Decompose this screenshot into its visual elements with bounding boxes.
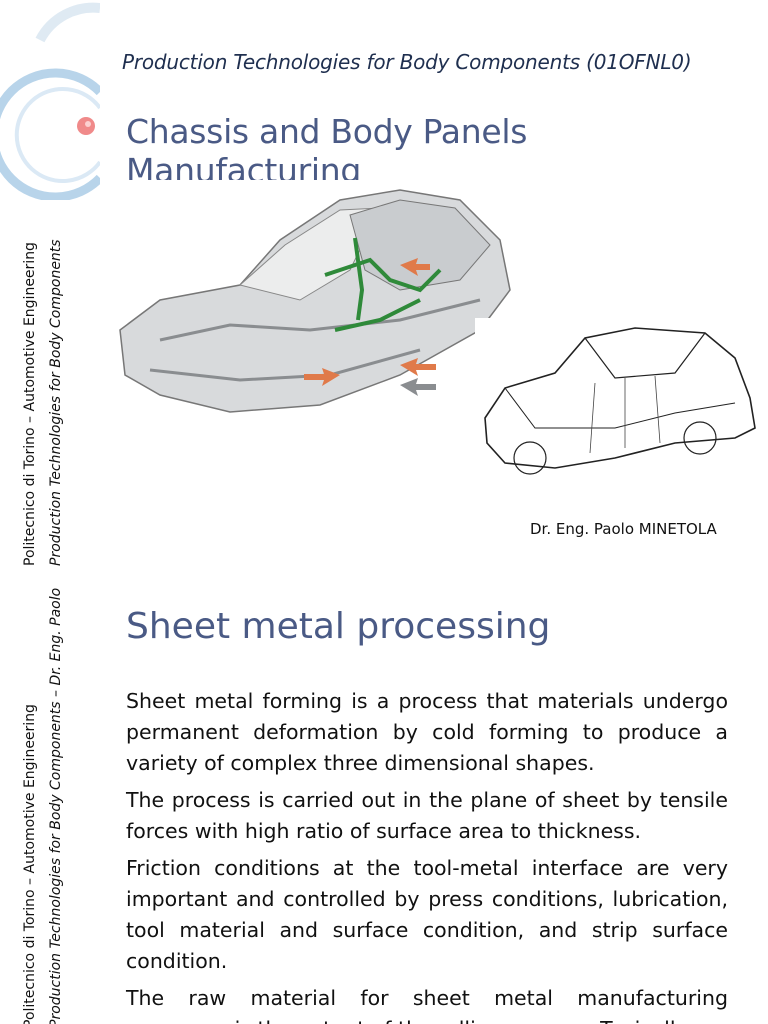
decorative-ring-icon <box>0 2 100 200</box>
sidebar-institution: Politecnico di Torino – Automotive Engin… <box>22 242 38 566</box>
paragraph: Sheet metal forming is a process that ma… <box>126 689 728 775</box>
paragraph: The raw material for sheet metal manufac… <box>126 986 728 1024</box>
author-name: Dr. Eng. Paolo MINETOLA <box>530 520 717 538</box>
car-chassis-image <box>100 180 520 425</box>
car-body-panels-drawing <box>475 318 765 498</box>
paragraph: The process is carried out in the plane … <box>126 788 728 843</box>
slide-body: Sheet metal forming is a process that ma… <box>126 686 728 1024</box>
content-slide: Politecnico di Torino – Automotive Engin… <box>0 588 768 1024</box>
course-title: Production Technologies for Body Compone… <box>122 50 692 74</box>
slide-title: Chassis and Body Panels Manufacturing <box>126 112 528 190</box>
title-slide: Production Technologies for Body Compone… <box>0 2 765 566</box>
paragraph: Friction conditions at the tool-metal in… <box>126 856 728 973</box>
sidebar-course: Production Technologies for Body Compone… <box>48 239 64 566</box>
sidebar-institution: Politecnico di Torino – Automotive Engin… <box>22 704 38 1024</box>
slide-title: Sheet metal processing <box>126 606 551 647</box>
sidebar-course-author: Production Technologies for Body Compone… <box>48 588 64 1024</box>
